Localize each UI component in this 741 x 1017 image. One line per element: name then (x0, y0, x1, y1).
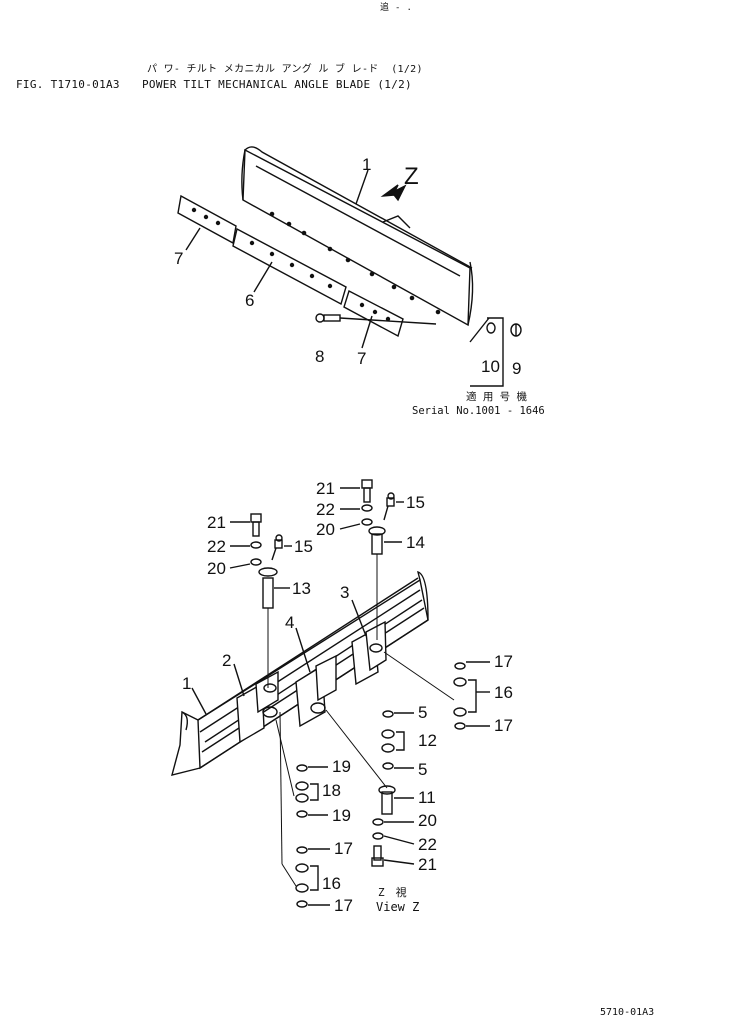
applicability-label: 適 用 号 機 (466, 390, 527, 403)
bracket-3-ear (365, 620, 387, 672)
callout-top-10: 10 (481, 357, 500, 376)
callout-b-21-bottom: 21 (418, 855, 437, 874)
callout-b-17a: 17 (334, 839, 353, 858)
bolt-21-left-icon (250, 513, 262, 537)
callout-b-11: 11 (418, 788, 436, 807)
corner-mark: 追 - . (380, 3, 413, 13)
callout-top-8: 8 (315, 347, 324, 366)
callout-b-2: 2 (222, 651, 231, 670)
blade-crease (255, 165, 461, 277)
serial-range: Serial No.1001 - 1646 (412, 405, 545, 417)
callout-b-14: 14 (406, 533, 425, 552)
view-z-label-jp: Z 視 (378, 885, 407, 899)
pin-13-icon (262, 577, 274, 609)
cutting-edge-center (232, 227, 347, 306)
fitting-15-left-icon (271, 534, 283, 561)
callout-b-17b: 17 (334, 896, 353, 915)
blade-bracket (382, 215, 411, 229)
callout-b-15-right: 15 (406, 493, 425, 512)
callout-b-21-right: 21 (316, 479, 335, 498)
callout-b-18: 18 (322, 781, 341, 800)
pin-11-icon (381, 791, 393, 815)
end-bit-left (177, 194, 237, 245)
callout-b-16-right: 16 (494, 683, 513, 702)
title-japanese: パ ワ- チルト メカニカル アング ル ブ レ-ド (1/2) (147, 64, 423, 75)
callout-top-1: 1 (362, 155, 371, 174)
washer-10-icon (486, 322, 496, 334)
bolt-21-right-icon (361, 479, 373, 503)
blade-left-end (241, 149, 246, 201)
callout-b-20-left: 20 (207, 559, 226, 578)
callout-b-17d: 17 (494, 716, 513, 735)
callout-b-3: 3 (340, 583, 349, 602)
callout-b-20-bottom: 20 (418, 811, 437, 830)
blade-right-end (467, 261, 474, 326)
bolt-21-bottom-icon (371, 845, 384, 867)
callout-b-22-right: 22 (316, 500, 335, 519)
callout-b-1: 1 (182, 674, 191, 693)
top-blade-assembly (177, 146, 522, 387)
view-z-arrow-icon (380, 184, 407, 202)
callout-z: Z (404, 163, 419, 190)
callout-b-13: 13 (292, 579, 311, 598)
callout-b-5a: 5 (418, 703, 427, 722)
callout-b-4: 4 (285, 613, 294, 632)
pin-14-icon (371, 533, 383, 555)
serial-bracket-line (469, 317, 490, 343)
callout-b-20-right: 20 (316, 520, 335, 539)
callout-top-7b: 7 (357, 349, 366, 368)
blade-bolt-holes (269, 211, 441, 315)
cutting-edge-holes (191, 207, 391, 322)
callout-b-17c: 17 (494, 652, 513, 671)
callout-top-7a: 7 (174, 249, 183, 268)
blade-top-curl (244, 146, 473, 269)
figure-number: FIG. T1710-01A3 (16, 78, 120, 91)
page-code: 5710-01A3 (600, 1007, 654, 1017)
bolt-8-icon (315, 313, 341, 323)
blade-corner (171, 710, 201, 776)
callout-b-5b: 5 (418, 760, 427, 779)
bracket-4-ear (315, 654, 337, 702)
callout-b-22-bottom: 22 (418, 835, 437, 854)
callout-b-12: 12 (418, 731, 437, 750)
serial-bracket (470, 317, 504, 387)
callout-b-22-left: 22 (207, 537, 226, 556)
bolt-8-leader (339, 317, 437, 325)
bottom-blade-assembly (171, 479, 477, 908)
callout-b-21-left: 21 (207, 513, 226, 532)
callout-top-6: 6 (245, 291, 254, 310)
callout-b-19a: 19 (332, 757, 351, 776)
callout-b-16-left: 16 (322, 874, 341, 893)
view-z-label-en: View Z (376, 900, 419, 914)
callout-b-19b: 19 (332, 806, 351, 825)
title-english: POWER TILT MECHANICAL ANGLE BLADE (1/2) (142, 78, 412, 91)
callout-b-15-left: 15 (294, 537, 313, 556)
callout-top-9: 9 (512, 359, 521, 378)
fitting-15-right-icon (383, 492, 395, 521)
